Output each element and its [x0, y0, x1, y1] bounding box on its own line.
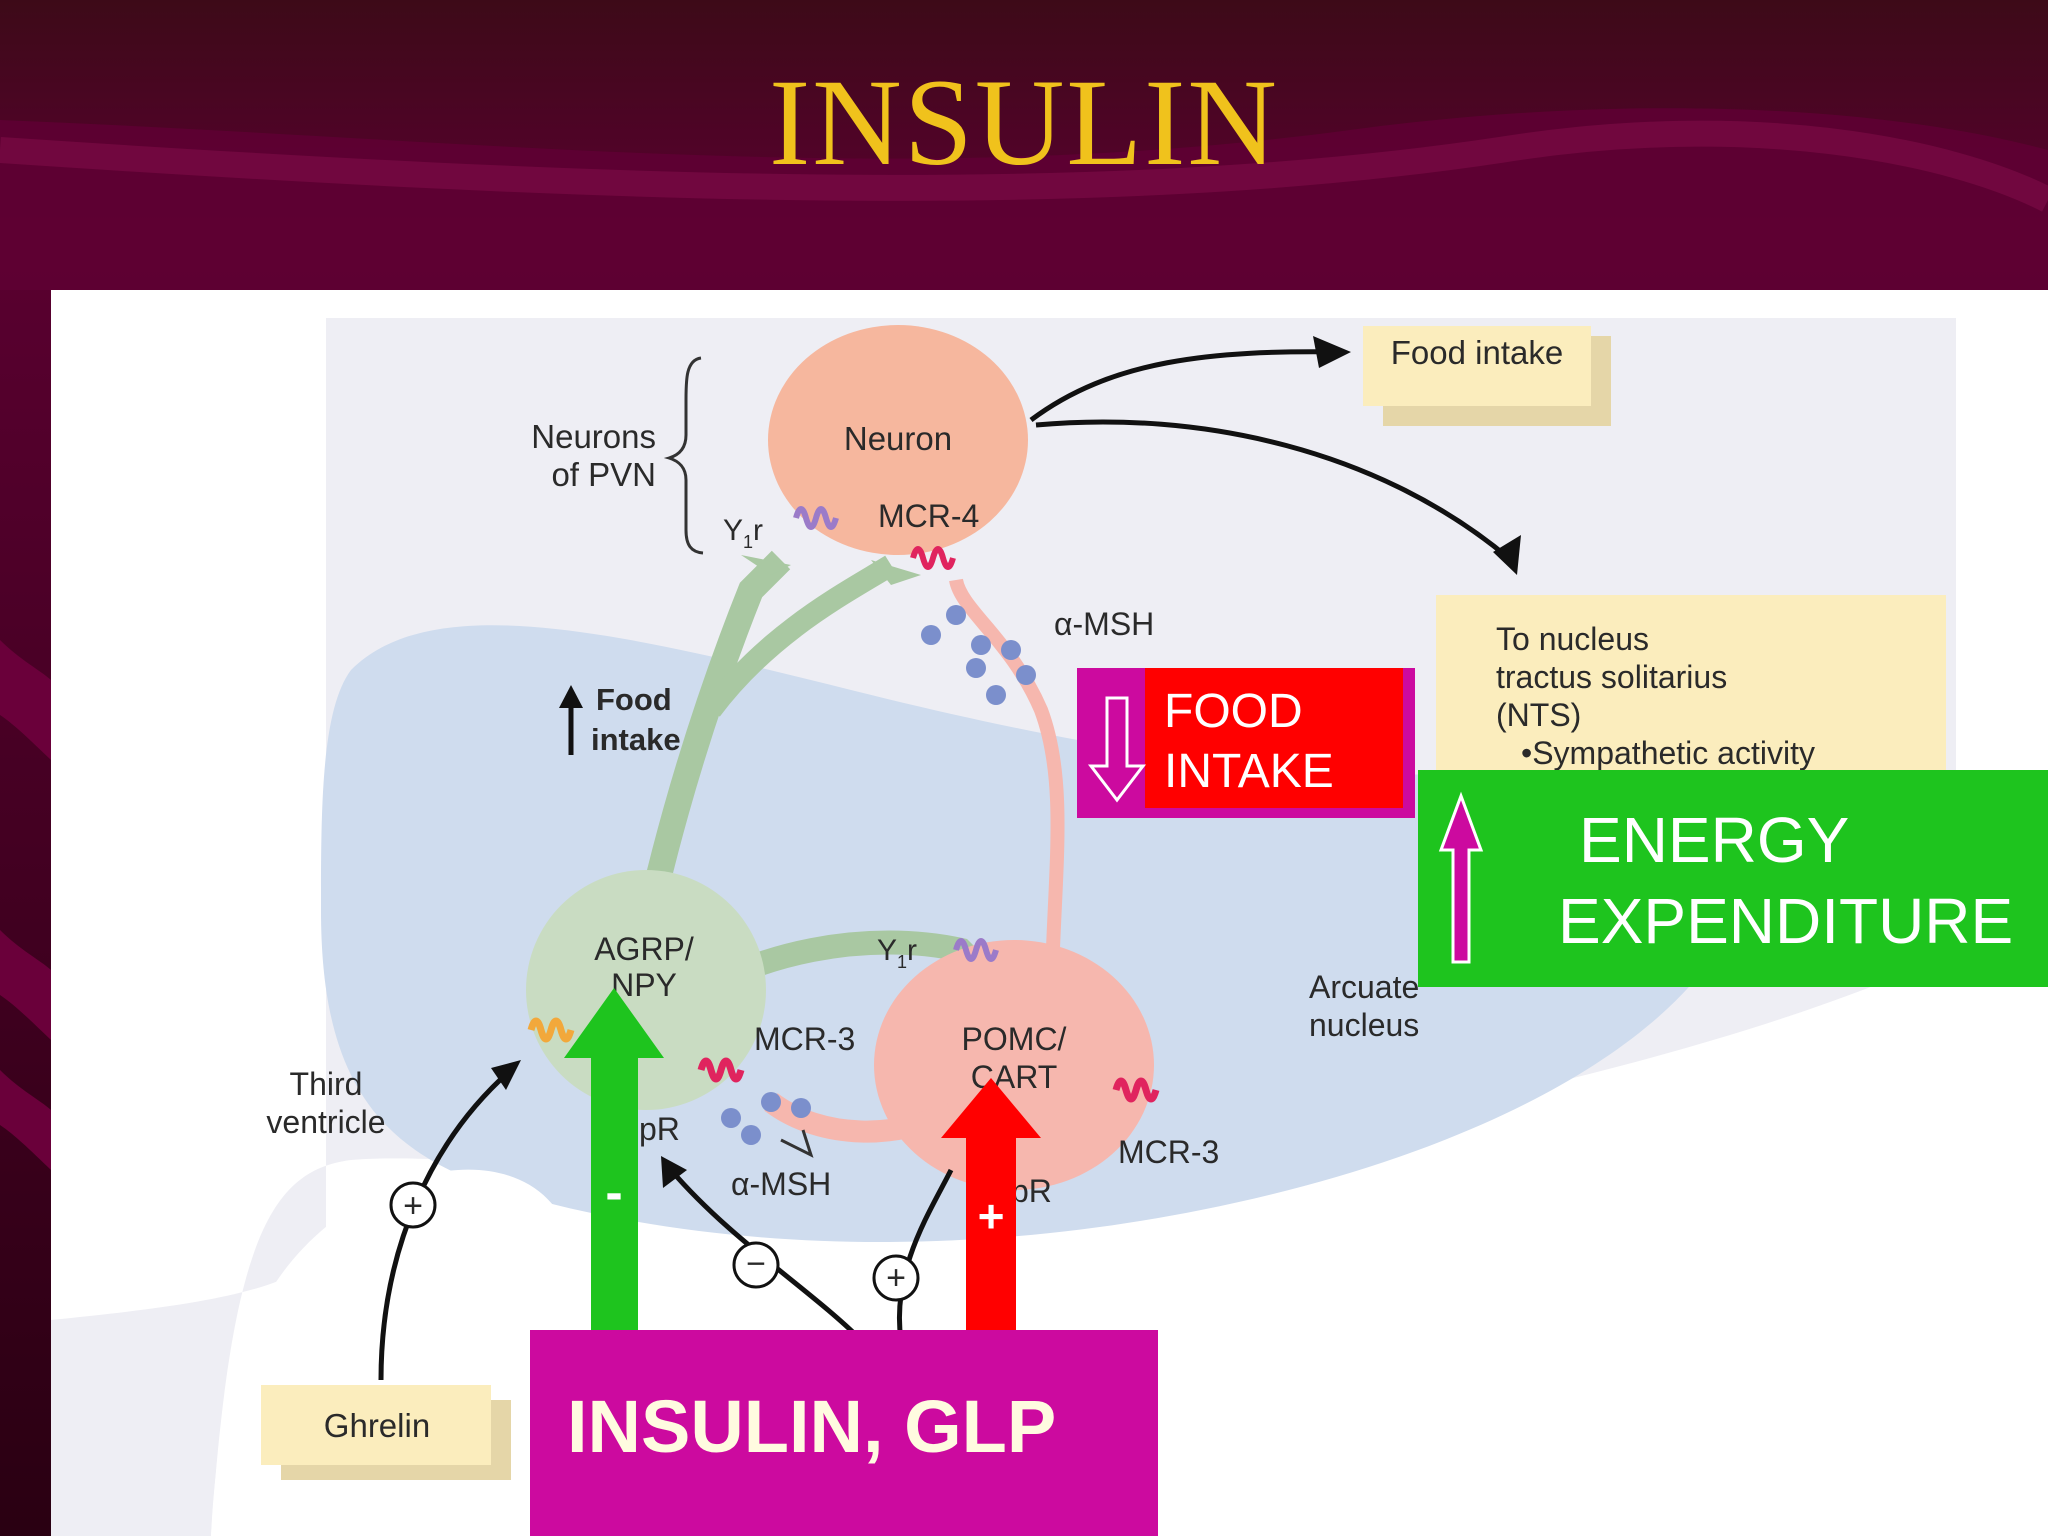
food-intake-up-arrow-head [559, 685, 583, 708]
pomc-axon [949, 578, 1065, 1031]
insulin-to-pomc-arrow [897, 1168, 954, 1341]
slide-title: INSULIN [769, 54, 1279, 191]
food-intake-down-red [1145, 668, 1403, 808]
nts-line-1: To nucleus [1496, 621, 1649, 657]
pomc-to-agrp-axon [764, 1093, 957, 1143]
green-arrow-sign: - [605, 1164, 622, 1222]
nts-box [1436, 595, 1946, 795]
energy-expenditure-line-1: ENERGY [1579, 804, 1849, 876]
insulin-minus-circle [732, 1241, 780, 1289]
pomc-label-line-1: POMC/ [962, 1021, 1067, 1057]
arrow-head-nts [1493, 535, 1521, 575]
mcr3-left-label: MCR-3 [754, 1021, 855, 1057]
y1r-top-label: Y1r [723, 514, 763, 552]
third-ventricle-line-1: Third [290, 1066, 363, 1102]
pvn-neuron [768, 325, 1028, 555]
up-arrow-icon [1438, 791, 1484, 964]
insulin-minus-sign: − [746, 1245, 766, 1283]
ghrelin-receptor-icon [527, 1017, 575, 1043]
red-arrow-sign: + [978, 1190, 1005, 1242]
food-intake-box [1363, 326, 1591, 406]
neuron-label: Neuron [844, 420, 952, 457]
ghrelin-box [261, 1385, 491, 1465]
npy-terminal-2 [871, 560, 921, 585]
pvn-label-line-1: Neurons [531, 418, 656, 455]
food-intake-box-label: Food intake [1391, 334, 1563, 371]
ghrelin-arrow-head [491, 1060, 521, 1090]
y1r-bottom-label: Y1r [877, 934, 917, 972]
amsh-bottom-label: α-MSH [731, 1166, 831, 1202]
energy-expenditure-box [1418, 770, 2048, 987]
mcr4-label: MCR-4 [878, 498, 979, 534]
agrp-label-line-1: AGRP/ [594, 931, 694, 967]
food-intake-up-line-1: Food [596, 682, 672, 717]
green-up-arrow [564, 988, 664, 1330]
ghrelin-plus-sign: + [403, 1187, 423, 1225]
npy-axon-2 [702, 555, 897, 717]
pr-right-label: pR [1011, 1173, 1052, 1209]
insulin-glp-box [530, 1330, 1158, 1536]
mcr4-receptor-icon [910, 546, 956, 570]
amsh-dots-bottom [721, 1092, 811, 1145]
ghrelin-label: Ghrelin [324, 1407, 430, 1444]
ghrelin-plus-circle [389, 1181, 437, 1229]
food-intake-down-line-1: FOOD [1164, 685, 1303, 738]
energy-expenditure-line-2: EXPENDITURE [1558, 885, 2013, 957]
mcr3-right-receptor-icon [1112, 1077, 1160, 1103]
nts-line-3: (NTS) [1496, 697, 1581, 733]
insulin-glp-label: INSULIN, GLP [567, 1385, 1056, 1468]
red-up-arrow [941, 1078, 1041, 1330]
insulin-plus-circle [872, 1254, 920, 1302]
nts-line-2: tractus solitarius [1496, 659, 1727, 695]
agrp-label-line-2: NPY [611, 967, 677, 1003]
y1r-receptor-top-icon [793, 506, 839, 530]
arcuate-label-line-1: Arcuate [1309, 969, 1419, 1005]
amsh-dots-top [921, 605, 1036, 705]
mcr3-left-receptor-icon [697, 1057, 745, 1083]
insulin-plus-sign: + [886, 1259, 906, 1297]
third-ventricle-line-2: ventricle [266, 1104, 385, 1140]
arrow-to-food-intake [1029, 349, 1342, 423]
food-intake-up-line-2: intake [591, 722, 681, 757]
mcr3-right-label: MCR-3 [1118, 1134, 1219, 1170]
arcuate-label-line-2: nucleus [1309, 1007, 1419, 1043]
hypothalamus-diagram: Food intake To nucleus tractus solitariu… [51, 290, 2048, 1536]
pvn-bracket [663, 356, 704, 555]
pomc-cart-neuron [874, 940, 1154, 1190]
down-arrow-icon [1087, 696, 1147, 803]
arrow-head-food-intake [1313, 336, 1351, 368]
food-intake-down-line-2: INTAKE [1164, 745, 1334, 798]
nts-line-4: •Sympathetic activity [1521, 735, 1815, 771]
pvn-label-line-2: of PVN [551, 456, 656, 493]
pr-left-label: pR [639, 1111, 680, 1147]
insulin-to-agrp-arrow-head [661, 1156, 687, 1188]
y1r-receptor-bottom-icon [953, 938, 999, 962]
amsh-bottom-bracket [780, 1129, 814, 1158]
npy-terminal-1 [741, 555, 791, 575]
amsh-top-label: α-MSH [1054, 606, 1154, 642]
arrow-to-nts [1035, 419, 1513, 562]
